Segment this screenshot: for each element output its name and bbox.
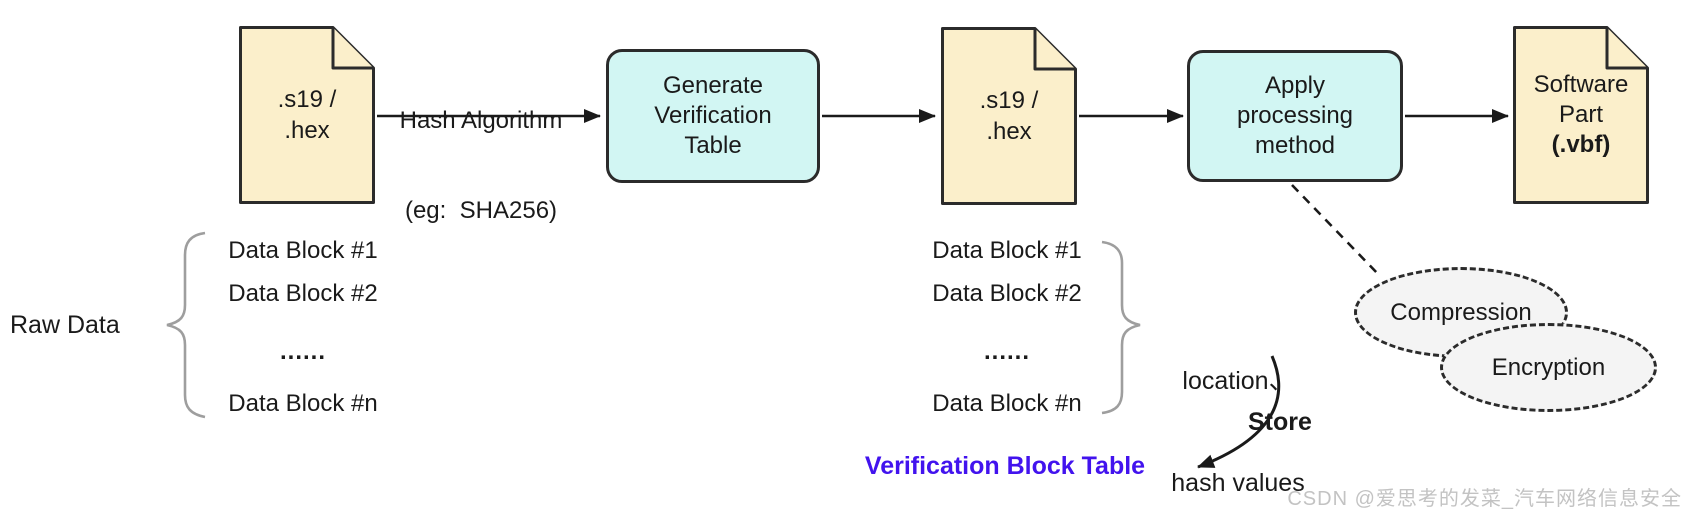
apply-processing-method-box: Apply processing method bbox=[1187, 50, 1403, 182]
right-brace bbox=[1101, 240, 1141, 415]
verification-block-table-label: Verification Block Table bbox=[864, 452, 1146, 480]
list-item: Data Block #n bbox=[228, 390, 378, 417]
store-label: Store bbox=[1248, 408, 1312, 436]
document-icon bbox=[1513, 26, 1649, 204]
file-node-software-part-vbf: Software Part (.vbf) bbox=[1513, 26, 1649, 204]
apply-box-line2: processing bbox=[1236, 102, 1354, 129]
document-icon bbox=[941, 27, 1077, 205]
file2-label-line1: .s19 / bbox=[979, 87, 1039, 114]
hash-algorithm-line1: Hash Algorithm bbox=[399, 107, 563, 134]
file1-label-line2: .hex bbox=[284, 117, 330, 144]
location-label-line1: location、 bbox=[1182, 367, 1294, 395]
list-item: Data Block #n bbox=[932, 390, 1082, 417]
list-item-ellipsis: ...... bbox=[983, 338, 1030, 365]
apply-box-line1: Apply bbox=[1264, 72, 1326, 99]
list-item-ellipsis: ...... bbox=[279, 338, 326, 365]
apply-box-line3: method bbox=[1254, 132, 1336, 159]
encryption-ellipse: Encryption bbox=[1440, 323, 1657, 412]
list-item: Data Block #1 bbox=[932, 237, 1082, 264]
location-hash-values-label: location、 hash values bbox=[1133, 296, 1343, 517]
list-item: Data Block #2 bbox=[228, 280, 378, 307]
location-label-line2: hash values bbox=[1171, 469, 1305, 497]
generate-box-line3: Table bbox=[684, 132, 742, 159]
generate-verification-table-box: Generate Verification Table bbox=[606, 49, 820, 183]
document-icon bbox=[239, 26, 375, 204]
raw-data-label: Raw Data bbox=[10, 311, 120, 339]
file-node-s19-hex-source: .s19 / .hex bbox=[239, 26, 375, 204]
encryption-label: Encryption bbox=[1491, 353, 1606, 381]
file3-label-line2: Part bbox=[1558, 101, 1603, 128]
compression-label: Compression bbox=[1390, 298, 1532, 326]
file1-label-line1: .s19 / bbox=[277, 86, 337, 113]
file3-label-line3: (.vbf) bbox=[1551, 131, 1611, 158]
file2-label-line2: .hex bbox=[986, 118, 1032, 145]
left-data-block-list: Data Block #1 Data Block #2 ...... Data … bbox=[208, 0, 398, 517]
file3-label-line1: Software bbox=[1533, 71, 1629, 98]
list-item: Data Block #1 bbox=[228, 237, 378, 264]
file-node-s19-hex-output: .s19 / .hex bbox=[941, 27, 1077, 205]
generate-box-line2: Verification bbox=[654, 102, 772, 129]
left-brace bbox=[166, 231, 206, 419]
hash-algorithm-line2: (eg: SHA256) bbox=[404, 197, 558, 224]
store-arrow bbox=[1197, 355, 1281, 469]
middle-data-block-list: Data Block #1 Data Block #2 ...... Data … bbox=[912, 0, 1102, 517]
list-item: Data Block #2 bbox=[932, 280, 1082, 307]
hash-algorithm-label: Hash Algorithm (eg: SHA256) bbox=[371, 46, 591, 286]
generate-box-line1: Generate bbox=[662, 72, 764, 99]
watermark: CSDN @爱思考的发菜_汽车网络信息安全 bbox=[1287, 488, 1682, 510]
dashed-connector bbox=[1291, 184, 1381, 277]
